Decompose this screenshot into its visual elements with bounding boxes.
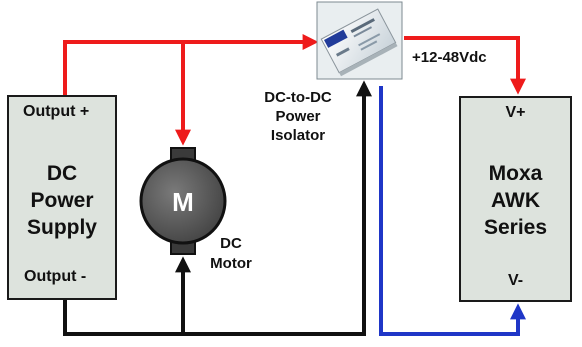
supply-to-motor-ground-wire	[63, 256, 191, 336]
motor-label-line-2: Motor	[210, 255, 252, 272]
moxa-v-plus-label: V+	[505, 104, 526, 121]
isolator-label: DC-to-DC Power Isolator	[248, 88, 348, 145]
supply-output-minus-label: Output -	[24, 268, 87, 285]
moxa-title-line-2: AWK	[491, 189, 540, 212]
isolator-label-line-2: Power	[275, 108, 321, 125]
supply-to-isolator-ground-wire	[183, 80, 372, 336]
isolated-ground-wire	[379, 86, 526, 336]
supply-output-plus-label: Output +	[23, 103, 90, 120]
positive-wires	[63, 34, 526, 146]
moxa-awk-series-box	[459, 96, 572, 302]
supply-title: DC Power Supply	[7, 160, 117, 241]
supply-title-line-3: Supply	[26, 216, 97, 239]
supply-to-isolator-wire	[63, 34, 319, 95]
dc-motor: M	[139, 147, 227, 255]
moxa-title: Moxa AWK Series	[459, 160, 572, 241]
motor-symbol: M	[172, 187, 194, 217]
moxa-title-line-1: Moxa	[488, 162, 543, 185]
motor-label-line-1: DC	[220, 235, 242, 252]
dc-power-supply-box	[7, 95, 117, 300]
moxa-title-line-3: Series	[483, 216, 548, 239]
isolator-to-moxa-wire	[404, 36, 526, 95]
motor-body	[139, 157, 227, 245]
supply-title-line-1: DC	[46, 162, 78, 185]
isolator-output-voltage-label: +12-48Vdc	[412, 49, 487, 66]
supply-title-line-2: Power	[30, 189, 94, 212]
ground-wires	[63, 80, 372, 336]
motor-label: DC Motor	[208, 234, 254, 274]
isolator-label-line-1: DC-to-DC	[264, 89, 332, 106]
moxa-v-minus-label: V-	[507, 272, 524, 289]
isolator-label-line-3: Isolator	[270, 127, 326, 144]
isolator-module-image	[316, 1, 403, 80]
